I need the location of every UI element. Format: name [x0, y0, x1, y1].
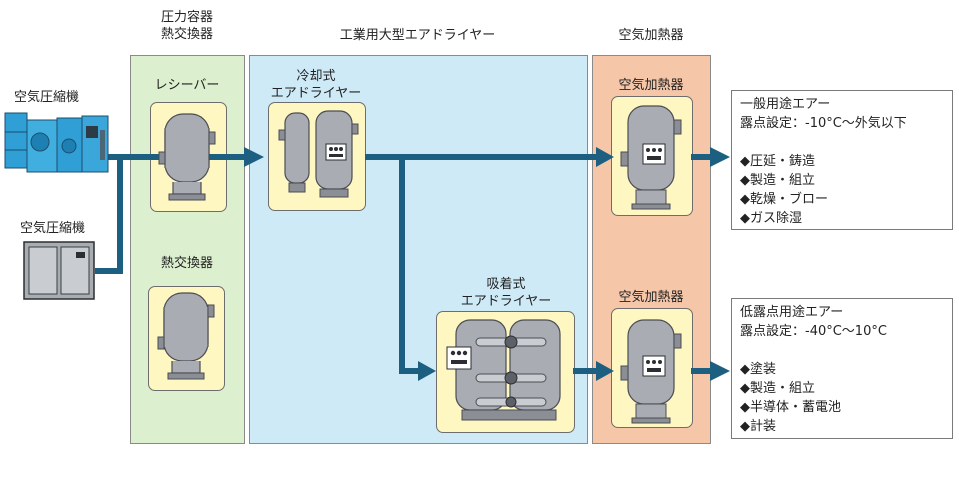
desiccant-dryer-label-line1: 吸着式 — [486, 277, 526, 292]
receiver-tank-icon — [158, 113, 216, 201]
output-low-dewpoint-use: ◆計装 — [740, 419, 776, 434]
output-general-use: ◆圧延・鋳造 — [740, 154, 815, 169]
arrow-to-heater-bottom — [596, 361, 614, 381]
output-general-use: ◆乾燥・ブロー — [740, 192, 828, 207]
receiver-label: レシーバー — [154, 78, 220, 93]
air-compressor-top-icon — [4, 112, 109, 173]
output-low-dewpoint-dewpoint: 露点設定：-40°C～10°C — [740, 324, 887, 339]
output-general-use: ◆製造・組立 — [740, 173, 815, 188]
arrow-to-heater-top — [596, 147, 614, 167]
arrow-to-dryer-zone — [244, 147, 264, 167]
arrow-to-desiccant-dryer — [418, 361, 436, 381]
desiccant-dryer-icon — [446, 319, 561, 421]
output-general-box: 一般用途エアー 露点設定：-10°C～外気以下 ◆圧延・鋳造 ◆製造・組立 ◆乾… — [731, 90, 953, 230]
heater-bottom-icon — [620, 319, 682, 424]
output-low-dewpoint-use: ◆塗装 — [740, 362, 776, 377]
output-general-use: ◆ガス除湿 — [740, 211, 802, 226]
arrow-to-output-general — [710, 147, 730, 167]
heater-bottom-label: 空気加熱器 — [618, 290, 684, 305]
heat-exchanger-label: 熱交換器 — [160, 256, 213, 271]
arrow-to-output-low-dewpoint — [710, 361, 730, 381]
desiccant-dryer-label: 吸着式 エアドライヤー — [444, 276, 568, 310]
pressure-zone-header-line1: 圧力容器 — [160, 10, 213, 25]
desiccant-dryer-label-line2: エアドライヤー — [460, 294, 552, 309]
pressure-zone-header: 圧力容器 熱交換器 — [130, 9, 244, 43]
output-general-dewpoint: 露点設定：-10°C～外気以下 — [740, 116, 907, 131]
pressure-zone-header-line2: 熱交換器 — [160, 27, 213, 42]
refrigerated-dryer-label-line1: 冷却式 — [296, 69, 336, 84]
refrigerated-dryer-label: 冷却式 エアドライヤー — [256, 68, 376, 102]
dryer-zone-header: 工業用大型エアドライヤー — [339, 28, 496, 43]
flow-arrowheads — [244, 147, 730, 381]
output-low-dewpoint-box: 低露点用途エアー 露点設定：-40°C～10°C ◆塗装 ◆製造・組立 ◆半導体… — [731, 298, 953, 439]
refrigerated-dryer-label-line2: エアドライヤー — [270, 86, 362, 101]
heater-top-icon — [620, 105, 682, 210]
output-general-title: 一般用途エアー — [740, 97, 831, 112]
air-compressor-bottom-icon — [23, 241, 95, 300]
refrigerated-dryer-icon — [278, 110, 359, 198]
heat-exchanger-tank-icon — [157, 292, 215, 380]
output-low-dewpoint-title: 低露点用途エアー — [740, 305, 844, 320]
output-low-dewpoint-use: ◆製造・組立 — [740, 381, 815, 396]
heater-zone-header: 空気加熱器 — [618, 28, 684, 43]
heater-top-label: 空気加熱器 — [618, 78, 684, 93]
flow-lines — [95, 154, 712, 374]
compressor-top-label: 空気圧縮機 — [14, 90, 80, 105]
output-low-dewpoint-use: ◆半導体・蓄電池 — [740, 400, 841, 415]
compressor-bottom-label: 空気圧縮機 — [20, 221, 86, 236]
